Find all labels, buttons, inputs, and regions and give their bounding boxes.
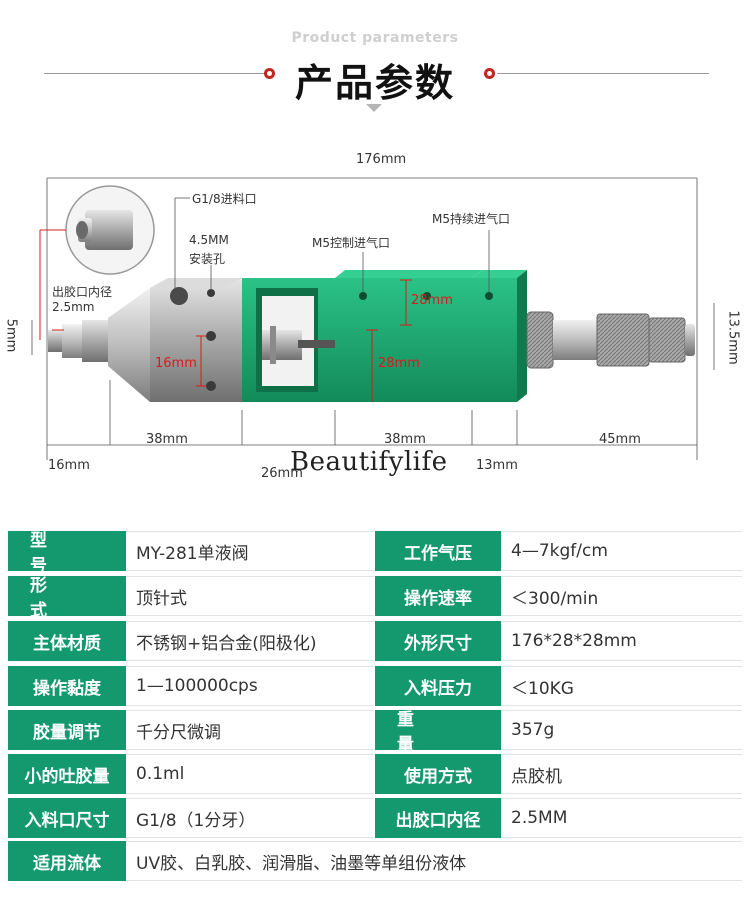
spec-key: 外形尺寸 (375, 621, 501, 661)
stainless-head (150, 278, 242, 402)
section-subtitle: Product parameters (291, 30, 459, 46)
spec-row: 入料口尺寸 G1/8（1分牙） 出胶口内径 2.5MM (8, 798, 742, 838)
spec-value: 4—7kgf/cm (501, 531, 742, 571)
spec-key: 小的吐胶量 (8, 754, 126, 794)
spec-value: 0.1ml (126, 754, 374, 794)
spec-key: 工作气压 (375, 531, 501, 571)
spec-row: 操作黏度 1—100000cps 入料压力 ＜10KG (8, 666, 742, 706)
header-rule-right (497, 73, 709, 74)
section-title: 产品参数 (294, 61, 455, 105)
spec-value: 顶针式 (126, 576, 374, 616)
spec-value: 点胶机 (501, 754, 742, 794)
leader-lines (174, 197, 490, 292)
header-rule-left (44, 73, 266, 74)
dim-nozzle: 16mm (48, 458, 90, 473)
header-dot-left (264, 68, 275, 79)
dim-nozzle-height: 5mm (3, 318, 19, 353)
dim-upper-height: 28mm (411, 293, 453, 308)
chevron-down-icon (366, 104, 382, 112)
spec-value: ＜10KG (501, 666, 742, 706)
spec-key: 胶量调节 (8, 710, 126, 750)
label-continuous-air: M5持续进气口 (432, 212, 510, 226)
green-end-cap (472, 278, 517, 402)
spec-key: 适用流体 (8, 841, 126, 881)
dim-hole-spacing: 16mm (155, 356, 197, 371)
dim-cylinder: 38mm (384, 432, 426, 447)
micrometer-knob (526, 311, 554, 369)
spec-value: UV胶、白乳胶、润滑脂、油墨等单组份液体 (126, 841, 742, 881)
valve-drawing (31, 177, 715, 460)
label-control-air: M5控制进气口 (312, 236, 390, 250)
spec-key: 入料口尺寸 (8, 798, 126, 838)
spec-row: 形 式 顶针式 操作速率 ＜300/min (8, 576, 742, 621)
spec-row: 小的吐胶量 0.1ml 使用方式 点胶机 (8, 754, 742, 794)
spec-key: 操作速率 (375, 576, 501, 616)
dim-total-length: 176mm (356, 152, 407, 167)
spec-key: 操作黏度 (8, 666, 126, 706)
dim-frame: 26mm (261, 466, 303, 481)
spec-key: 出胶口内径 (375, 798, 501, 838)
label-outlet: 出胶口内径 (52, 285, 113, 299)
dim-micrometer-height: 13.5mm (725, 310, 741, 365)
spec-key: 入料压力 (375, 666, 501, 706)
spec-row: 适用流体 UV胶、白乳胶、润滑脂、油墨等单组份液体 (8, 841, 742, 881)
label-mount-size: 4.5MM (189, 233, 229, 247)
spec-value: 176*28*28mm (501, 621, 742, 661)
dimension-markers (52, 279, 412, 402)
spec-key: 形 式 (8, 576, 126, 621)
product-diagram: 176mm 16mm 38mm 26mm 38mm 13mm 45mm 5mm … (0, 140, 750, 490)
spec-value: 1—100000cps (126, 666, 374, 706)
spec-value: MY-281单液阀 (126, 531, 374, 571)
spec-key: 使用方式 (375, 754, 501, 794)
green-cylinder-body (335, 278, 472, 402)
spec-key: 型 号 (8, 531, 126, 576)
spec-row: 主体材质 不锈钢+铝合金(阳极化) 外形尺寸 176*28*28mm (8, 621, 742, 661)
spec-value: 不锈钢+铝合金(阳极化) (126, 621, 374, 661)
header-dot-right (484, 68, 495, 79)
spec-key: 主体材质 (8, 621, 126, 661)
brand-watermark: Beautifylife (290, 447, 448, 477)
dim-micrometer: 45mm (599, 432, 641, 447)
nozzle-tip (48, 330, 64, 352)
dim-body-height: 28mm (378, 356, 420, 371)
spec-value: G1/8（1分牙） (126, 798, 374, 838)
spec-row: 型 号 MY-281单液阀 工作气压 4—7kgf/cm (8, 531, 742, 576)
spec-value: 2.5MM (501, 798, 742, 838)
spec-value: 357g (501, 710, 742, 750)
label-inlet: G1/8进料口 (192, 192, 257, 206)
dim-head: 38mm (146, 432, 188, 447)
label-mount-hole: 安装孔 (189, 252, 226, 266)
dim-cap: 13mm (476, 458, 518, 473)
spec-value: 千分尺微调 (126, 710, 374, 750)
spec-key: 重 量 (375, 710, 501, 755)
label-outlet-diameter: 2.5mm (52, 300, 95, 314)
spec-row: 胶量调节 千分尺微调 重 量 357g (8, 710, 742, 755)
spec-value: ＜300/min (501, 576, 742, 616)
